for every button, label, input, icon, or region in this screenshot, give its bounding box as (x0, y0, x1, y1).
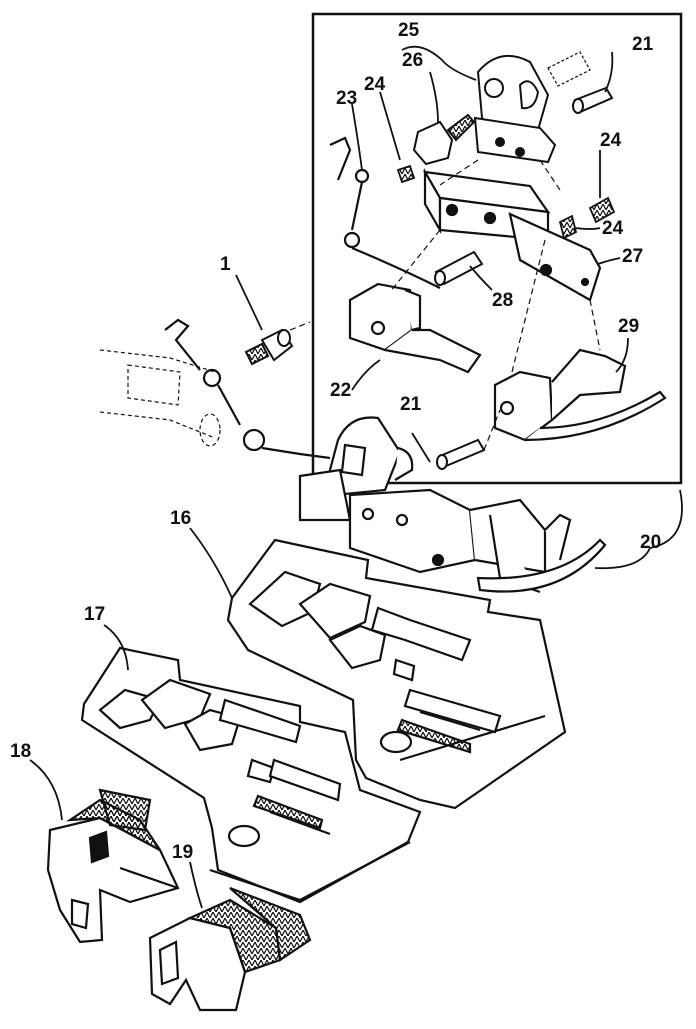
hinge-pin-28 (434, 250, 484, 286)
callout-17: 17 (84, 604, 105, 625)
callout-25: 25 (398, 20, 420, 41)
assembled-presser-foot (298, 416, 607, 594)
assembly-guide-lines (289, 159, 601, 451)
callout-1: 1 (220, 254, 231, 275)
hinge-pin-upper (572, 86, 614, 114)
callout-29: 29 (618, 316, 639, 337)
screw-part-1 (244, 328, 294, 366)
callout-20: 20 (640, 532, 661, 553)
foot-spring-part (329, 136, 441, 289)
throat-plate-17 (80, 646, 422, 904)
callout-24-mid: 24 (602, 218, 624, 239)
callout-labels: 1 16 17 18 19 20 21 21 22 23 24 24 24 25… (10, 20, 661, 863)
feed-dog-18 (46, 788, 180, 944)
callout-19: 19 (172, 842, 193, 863)
callout-26: 26 (402, 50, 423, 71)
inset-box (311, 12, 683, 485)
callout-21-lower: 21 (400, 394, 422, 415)
callout-28: 28 (492, 290, 513, 311)
feed-dog-19 (148, 886, 312, 1012)
callout-21-upper: 21 (632, 34, 654, 55)
callout-18: 18 (10, 741, 31, 762)
presser-spring-part (164, 318, 331, 460)
callout-22: 22 (330, 380, 351, 401)
presser-bar-ghost (99, 349, 221, 447)
callout-24-left: 24 (364, 74, 386, 95)
throat-plate-16 (226, 538, 567, 810)
callout-24-right: 24 (600, 130, 622, 151)
hinge-pin-lower (436, 438, 486, 470)
dashed-spring-ghost (547, 51, 591, 87)
callout-23: 23 (336, 88, 357, 109)
callout-27: 27 (622, 246, 643, 267)
left-toe-part (348, 282, 482, 374)
hinge-plate-part (422, 167, 602, 302)
foot-shank-part (473, 54, 557, 164)
thumb-screw-part (412, 113, 476, 166)
callout-16: 16 (170, 508, 191, 529)
set-screw-part (396, 164, 616, 240)
right-toe-part (493, 348, 667, 442)
leader-lines (29, 45, 683, 909)
